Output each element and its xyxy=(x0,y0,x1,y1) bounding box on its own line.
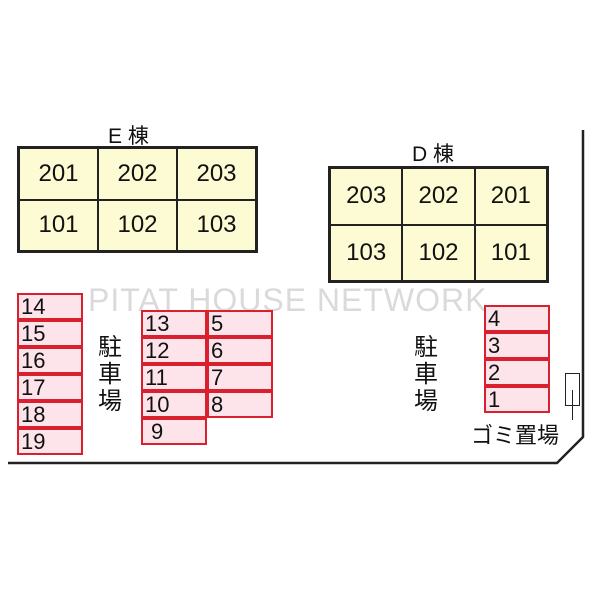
parking-stall[interactable]: 17 xyxy=(17,374,83,401)
building-d-title: D 棟 xyxy=(412,143,454,166)
unit[interactable]: 201 xyxy=(19,148,98,200)
parking-stall[interactable]: 12 xyxy=(141,337,207,364)
parking-stall[interactable]: 14 xyxy=(17,293,83,320)
building-d: 203 202 201 103 102 101 xyxy=(328,166,549,283)
unit[interactable]: 102 xyxy=(98,199,177,251)
parking-stall[interactable]: 19 xyxy=(17,428,83,455)
parking-stall[interactable]: 16 xyxy=(17,347,83,374)
unit[interactable]: 203 xyxy=(330,168,403,225)
unit[interactable]: 102 xyxy=(402,224,475,281)
unit[interactable]: 103 xyxy=(330,224,403,281)
parking-stall[interactable]: 9 xyxy=(141,418,207,445)
parking-stall[interactable]: 11 xyxy=(141,364,207,391)
parking-stall[interactable]: 8 xyxy=(207,391,273,418)
parking-stall[interactable]: 18 xyxy=(17,401,83,428)
parking-stall[interactable]: 6 xyxy=(207,337,273,364)
unit[interactable]: 101 xyxy=(474,224,547,281)
garbage-leader-line xyxy=(572,390,573,420)
unit[interactable]: 101 xyxy=(19,199,98,251)
parking-stall[interactable]: 7 xyxy=(207,364,273,391)
parking-stall[interactable]: 3 xyxy=(484,332,550,359)
parking-stall[interactable]: 4 xyxy=(484,305,550,332)
parking-stall[interactable]: 13 xyxy=(141,310,207,337)
parking-label-left: 駐車場 xyxy=(98,334,122,415)
unit[interactable]: 202 xyxy=(98,148,177,200)
parking-stall[interactable]: 10 xyxy=(141,391,207,418)
unit[interactable]: 202 xyxy=(402,168,475,225)
garbage-label: ゴミ置場 xyxy=(471,423,560,448)
building-e-title: E 棟 xyxy=(108,125,149,148)
parking-stall[interactable]: 2 xyxy=(484,359,550,386)
building-e: 201 202 203 101 102 103 xyxy=(17,146,258,253)
unit[interactable]: 103 xyxy=(177,199,256,251)
unit[interactable]: 201 xyxy=(474,168,547,225)
parking-stall[interactable]: 15 xyxy=(17,320,83,347)
parking-stall[interactable]: 5 xyxy=(207,310,273,337)
unit[interactable]: 203 xyxy=(177,148,256,200)
parking-stall[interactable]: 1 xyxy=(484,386,550,413)
parking-label-right: 駐車場 xyxy=(414,334,438,415)
